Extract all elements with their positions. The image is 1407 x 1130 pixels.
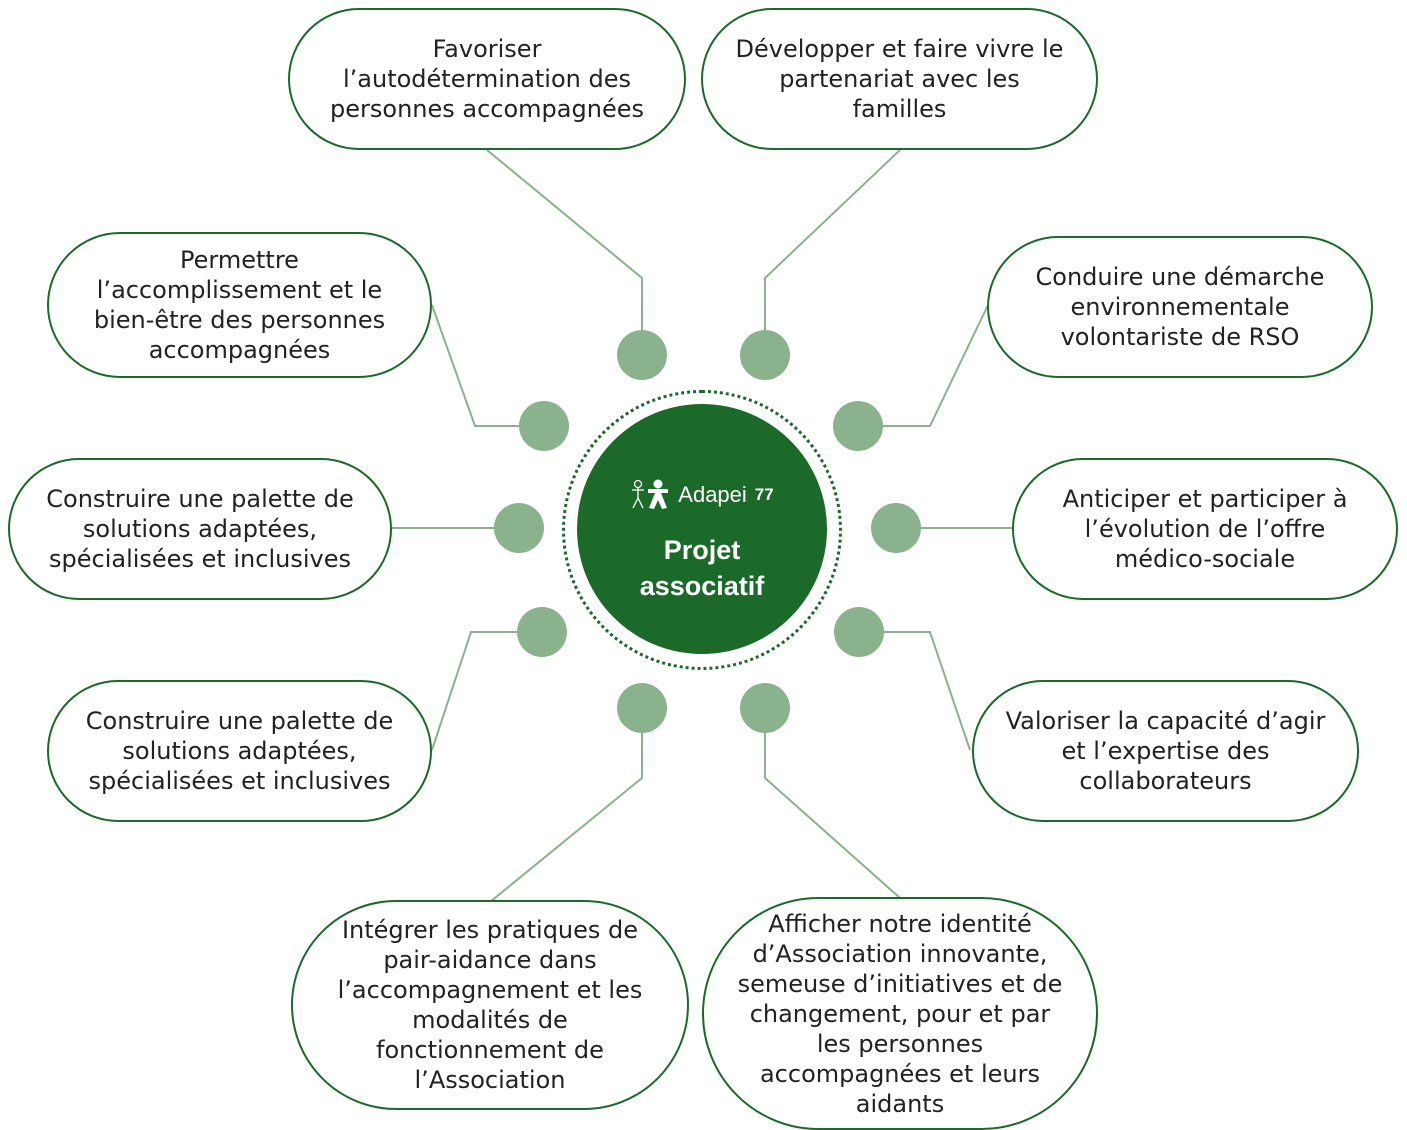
logo-number: 77: [754, 485, 774, 504]
connector-upper-right: [882, 304, 989, 427]
dot-bottom-right: [740, 683, 790, 733]
dot-lower-right: [834, 607, 884, 657]
center-dotted-ring: [562, 390, 842, 670]
adapei-logo: Adapei 77: [577, 478, 827, 512]
dot-top-left: [617, 330, 667, 380]
goal-upper-right: Conduire une démarche environnementale v…: [987, 236, 1373, 378]
dot-lower-left: [517, 607, 567, 657]
goal-top-left: Favoriser l’autodétermination des person…: [288, 8, 686, 150]
goal-lower-left: Construire une palette de solutions adap…: [47, 680, 432, 822]
adapei-people-icon: [632, 479, 669, 509]
connector-bottom-left: [489, 730, 643, 903]
center-node: Adapei 77 Projet associatif: [577, 404, 827, 654]
dot-top-right: [740, 330, 790, 380]
goal-middle-right: Anticiper et participer à l’évolution de…: [1012, 458, 1398, 600]
connector-top-right: [764, 149, 901, 332]
dot-upper-left: [519, 401, 569, 451]
dot-middle-left: [494, 503, 544, 553]
dot-middle-right: [871, 503, 921, 553]
connector-top-left: [486, 149, 643, 332]
logo-text: Adapei: [678, 482, 747, 507]
connector-bottom-right: [764, 730, 901, 899]
goal-middle-left: Construire une palette de solutions adap…: [8, 458, 392, 600]
goal-top-right: Développer et faire vivre le partenariat…: [701, 8, 1098, 150]
dot-upper-right: [833, 401, 883, 451]
connector-upper-left: [431, 304, 520, 427]
goal-lower-right: Valoriser la capacité d’agir et l’expert…: [972, 680, 1359, 822]
center-title: Projet associatif: [639, 535, 765, 601]
goal-bottom-right: Afficher notre identité d’Association in…: [702, 897, 1098, 1130]
connector-lower-left: [431, 631, 518, 751]
dot-bottom-left: [617, 683, 667, 733]
goal-bottom-left: Intégrer les pratiques de pair-aidance d…: [291, 900, 689, 1110]
connector-lower-right: [882, 631, 971, 751]
goal-upper-left: Permettre l’accomplissement et le bien-ê…: [47, 232, 432, 378]
